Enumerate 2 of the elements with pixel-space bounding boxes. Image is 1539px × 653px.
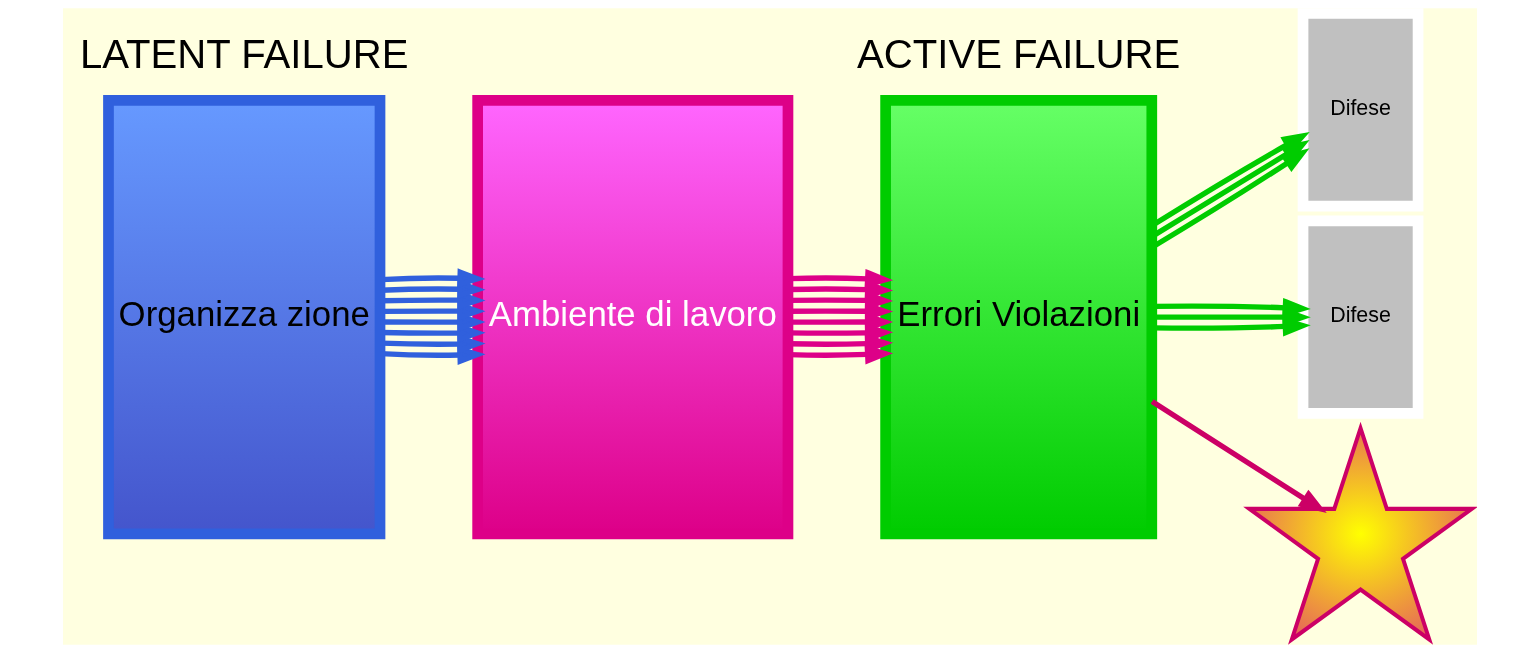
label: LATENT FAILURE bbox=[79, 31, 408, 77]
label: ACTIVE FAILURE bbox=[856, 31, 1180, 77]
